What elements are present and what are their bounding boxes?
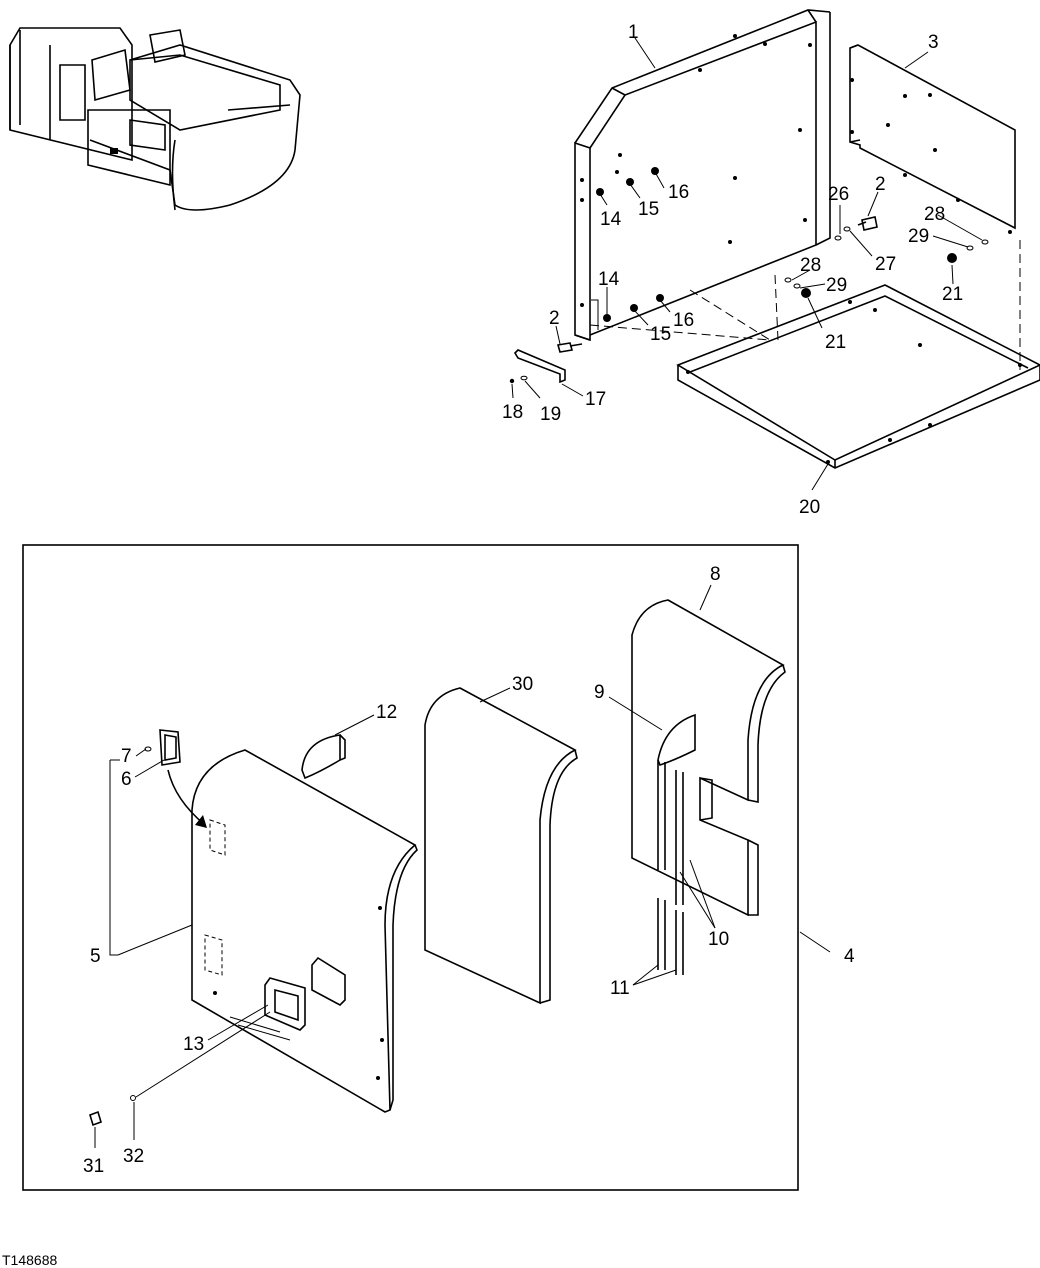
figure-id-label: T148688 [2,1252,58,1268]
callout-32: 32 [123,1146,144,1167]
leader-4 [799,931,831,953]
decal-6 [144,729,207,828]
insulation-8 [631,599,786,917]
callout-16: 16 [673,310,694,331]
callout-2: 2 [549,308,560,329]
callout-1: 1 [628,22,639,43]
callout-7: 7 [121,746,132,767]
callout-3: 3 [928,32,939,53]
tray-20 [676,284,1040,469]
insulation-30 [424,687,578,1005]
upper-leader-lines [511,37,983,491]
callout-15: 15 [638,199,659,220]
callout-19: 19 [540,404,561,425]
panel-3 [849,44,1016,234]
callout-2: 2 [875,174,886,195]
callout-16: 16 [668,182,689,203]
pads-9-10-11 [657,713,696,975]
group-4-frame [22,544,799,1191]
callout-27: 27 [875,254,896,275]
machine-locator-illustration [9,27,301,211]
panel-5 [191,749,418,1113]
callout-9: 9 [594,682,605,703]
panel-1-frame [574,9,831,342]
callout-29: 29 [908,226,929,247]
lower-leader-lines [94,584,716,1148]
callout-28: 28 [800,255,821,276]
callout-26: 26 [828,184,849,205]
hardware [509,216,989,384]
callout-13: 13 [183,1034,204,1055]
callout-5: 5 [90,946,101,967]
callout-18: 18 [502,402,523,423]
callout-8: 8 [710,564,721,585]
callout-17: 17 [585,389,606,410]
fasteners-31-32 [89,1011,271,1127]
callout-20: 20 [799,497,820,518]
callout-4: 4 [844,946,855,967]
callout-30: 30 [512,674,533,695]
callout-labels: 1 3 2 16 15 14 26 28 29 27 28 29 14 21 2… [83,22,963,1177]
callout-21: 21 [942,284,963,305]
callout-15: 15 [650,324,671,345]
foam-12 [301,734,346,780]
callout-31: 31 [83,1156,104,1177]
alignment-lines [589,240,1021,370]
callout-14: 14 [600,209,622,230]
callout-29: 29 [826,275,847,296]
callout-11: 11 [610,978,630,999]
callout-28: 28 [924,204,945,225]
callout-14: 14 [598,269,620,290]
callout-10: 10 [708,929,729,950]
callout-12: 12 [376,702,397,723]
callout-21: 21 [825,332,846,353]
callout-6: 6 [121,769,132,790]
